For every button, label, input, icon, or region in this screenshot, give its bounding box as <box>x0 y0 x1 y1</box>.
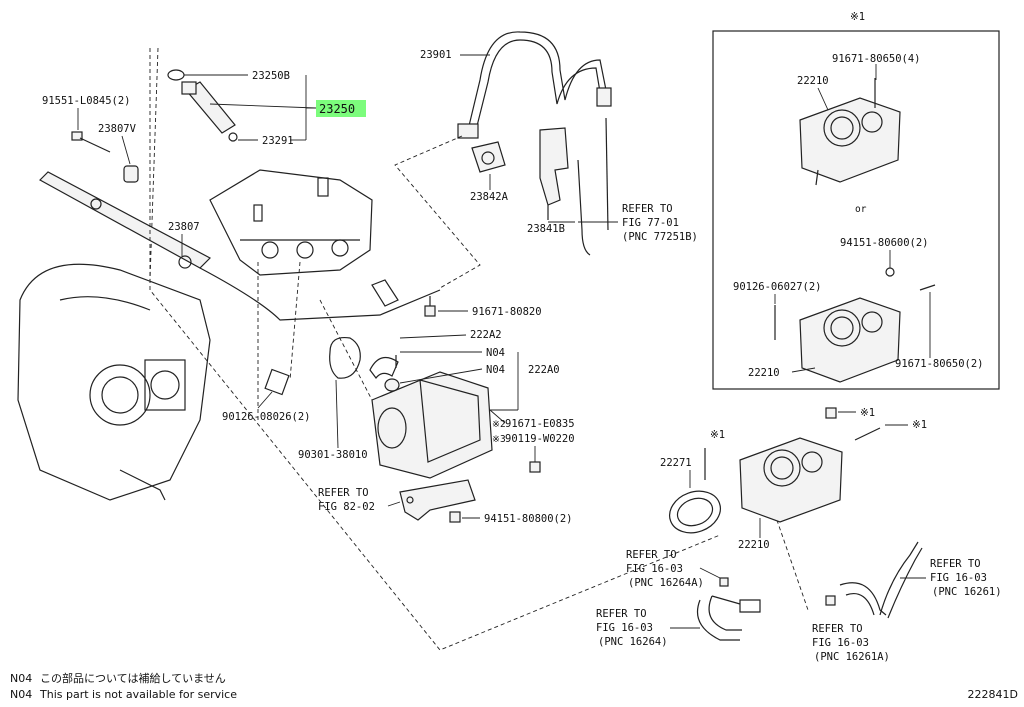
ref-1626a-line2: FIG 16-03 <box>626 563 683 575</box>
fuel-pipe-77 <box>577 159 591 256</box>
label-n04-b: N04 <box>486 364 505 376</box>
intake-manifold <box>17 263 211 501</box>
inset-box <box>712 30 1000 390</box>
label-inset-94151: 94151-80600(2) <box>840 237 929 249</box>
label-222a0: 222A0 <box>528 364 560 376</box>
ref-1661a-line2: FIG 16-03 <box>812 637 869 649</box>
o-ring-23250b[interactable] <box>167 69 185 81</box>
throttle-body-assembly[interactable] <box>371 371 493 479</box>
water-hose-16264[interactable] <box>696 595 761 641</box>
ref-1661-line1: REFER TO <box>930 558 981 570</box>
bolt-91671-80820[interactable] <box>424 296 436 317</box>
label-n04-a: N04 <box>486 347 505 359</box>
bolt-90119[interactable] <box>529 461 541 473</box>
nut-94151-80800[interactable] <box>449 511 461 523</box>
label-mark1-a: ※1 <box>860 407 875 419</box>
label-inset-22210-b: 22210 <box>748 367 780 379</box>
ref-77-line2: FIG 77-01 <box>622 217 679 229</box>
bolt-upper[interactable] <box>854 427 881 441</box>
label-23250[interactable]: 23250 <box>319 102 355 116</box>
inset-mark: ※1 <box>850 11 865 23</box>
diagram-id: 222841D <box>968 688 1018 701</box>
label-23842a: 23842A <box>470 191 509 203</box>
ref-1626a-line1: REFER TO <box>626 549 677 561</box>
note-code-2: N04 <box>10 688 32 701</box>
label-94151-80800: 94151-80800(2) <box>484 513 573 525</box>
label-23807: 23807 <box>168 221 200 233</box>
ref-82-line2: FIG 82-02 <box>318 501 375 513</box>
label-23291: 23291 <box>262 135 294 147</box>
ref-1626a-line3: (PNC 16264A) <box>628 577 704 589</box>
label-23250b: 23250B <box>252 70 290 82</box>
water-hose-16261[interactable] <box>839 541 923 619</box>
ref-1661a-line1: REFER TO <box>812 623 863 635</box>
label-inset-90126: 90126-06027(2) <box>733 281 822 293</box>
note-code-1: N04 <box>10 672 32 685</box>
label-90119: 90119-W0220 <box>505 433 575 445</box>
throttle-body-22210[interactable] <box>739 437 843 523</box>
label-mark1-c: ※1 <box>912 419 927 431</box>
note-text-1: この部品については補給していません <box>40 671 226 685</box>
label-mark3: ※3 <box>492 434 506 445</box>
label-22210: 22210 <box>738 539 770 551</box>
ref-82-line1: REFER TO <box>318 487 369 499</box>
inset-throttle-body-a[interactable] <box>799 78 901 186</box>
label-inset-91671-2: 91671-80650(2) <box>895 358 984 370</box>
label-23841b: 23841B <box>527 223 565 235</box>
label-mark2: ※2 <box>492 419 506 430</box>
inset-throttle-body-b[interactable] <box>774 267 936 383</box>
ref-1661-line2: FIG 16-03 <box>930 572 987 584</box>
cylinder-head <box>209 169 373 276</box>
cover-222a2[interactable] <box>369 356 399 379</box>
ref-1624-line2: FIG 16-03 <box>596 622 653 634</box>
ref-1661a-line3: (PNC 16261A) <box>814 651 890 663</box>
label-90126-08026: 90126-08026(2) <box>222 411 311 423</box>
highlight-23250 <box>316 100 366 117</box>
gasket-90301[interactable] <box>329 336 361 379</box>
label-91671-80820: 91671-80820 <box>472 306 542 318</box>
label-90301: 90301-38010 <box>298 449 368 461</box>
label-23901: 23901 <box>420 49 452 61</box>
collar-23807v[interactable] <box>123 165 139 183</box>
stud-90126-08026[interactable] <box>264 368 290 396</box>
clamp-16261a[interactable] <box>825 595 836 606</box>
label-mark1-b: ※1 <box>710 429 725 441</box>
ref-1624-line3: (PNC 16264) <box>598 636 668 648</box>
label-inset-22210-a: 22210 <box>797 75 829 87</box>
ref-1624-line1: REFER TO <box>596 608 647 620</box>
label-222a2: 222A2 <box>470 329 502 341</box>
fuel-rail-23807[interactable] <box>39 171 441 321</box>
label-91671-e0835: 91671-E0835 <box>505 418 575 430</box>
bracket-82-02[interactable] <box>399 479 476 521</box>
label-22271: 22271 <box>660 457 692 469</box>
gasket-22271[interactable] <box>664 484 727 539</box>
note-text-2: This part is not available for service <box>39 688 237 701</box>
fuel-hose-23901[interactable] <box>457 31 612 139</box>
bolt-91551[interactable] <box>71 131 111 153</box>
clamp-23842a[interactable] <box>471 141 506 173</box>
clamp-16264a[interactable] <box>719 577 729 587</box>
ref-77-line3: (PNC 77251B) <box>622 231 698 243</box>
label-inset-91671-4: 91671-80650(4) <box>832 53 921 65</box>
ref-1661-line3: (PNC 16261) <box>932 586 1002 598</box>
inset-or-label: or <box>855 204 867 215</box>
bracket-23841b[interactable] <box>539 127 569 220</box>
ref-77-line1: REFER TO <box>622 203 673 215</box>
fuel-injector-23250[interactable] <box>181 81 236 134</box>
nut-upper[interactable] <box>825 407 837 419</box>
label-91551: 91551-L0845(2) <box>42 95 131 107</box>
insulator-23291[interactable] <box>228 132 238 142</box>
label-23807v: 23807V <box>98 123 137 135</box>
